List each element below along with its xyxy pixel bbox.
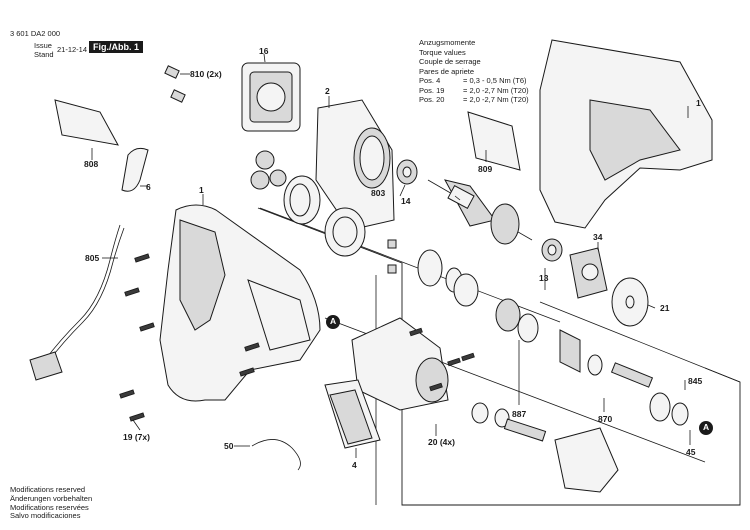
part-label-19: 19 (7x) — [123, 432, 150, 442]
part-label-20: 20 (4x) — [428, 437, 455, 447]
part-label-4: 4 — [352, 460, 357, 470]
nose-cone — [554, 427, 619, 493]
part-label-34: 34 — [593, 232, 603, 242]
torque-title-fr: Couple de serrage — [419, 57, 481, 66]
bracket-34 — [569, 247, 608, 299]
marker-a-left — [326, 315, 340, 329]
gear-small — [255, 150, 275, 170]
issue-label: Issue — [34, 41, 52, 50]
part-label-50: 50 — [224, 441, 234, 451]
marker-a-right-text: A — [703, 422, 710, 432]
brush-holder-16 — [241, 62, 301, 132]
clutch-stack — [387, 239, 603, 376]
part-label-887: 887 — [512, 409, 527, 419]
spindle — [610, 362, 654, 388]
strain-relief-6 — [121, 147, 149, 192]
doc-number: 3 601 DA2 000 — [10, 29, 61, 38]
torque-title-es: Pares de apriete — [419, 66, 475, 76]
part-label-810: 810 (2x) — [190, 69, 222, 79]
part-label-14: 14 — [401, 196, 411, 206]
footer-line-fr: Modifications reservées — [10, 502, 89, 512]
part-label-13: 13 — [539, 273, 549, 283]
switch-4 — [324, 379, 381, 449]
screws-20 — [409, 327, 475, 392]
part-label-2: 2 — [325, 86, 330, 96]
torque-row: Pos. 4= 0,3 - 0,5 Nm (T6) — [419, 76, 527, 85]
footer-line-de: Änderungen vorbehalten — [10, 493, 93, 503]
part-label-6: 6 — [146, 182, 151, 192]
part-label-21: 21 — [660, 303, 670, 313]
figure-label: Fig./Abb. 1 — [89, 41, 143, 53]
torque-table: Anzugsmomente Torque values Couple de se… — [419, 38, 529, 105]
plug — [29, 351, 63, 381]
ring-845 — [649, 392, 671, 422]
torque-row: Pos. 20= 2,0 -2,7 Nm (T20) — [419, 95, 529, 104]
wire-50 — [251, 439, 301, 471]
clip-810b — [170, 89, 186, 103]
torque-title-en: Torque values — [419, 47, 466, 57]
issue-date: 21-12-14 — [57, 45, 88, 54]
part-label-805: 805 — [85, 253, 100, 263]
part-label-1-right: 1 — [696, 98, 701, 108]
footer-line-es: Salvo modificaciones — [10, 511, 81, 521]
footer-line-en: Modifications reserved — [10, 485, 86, 494]
marker-a-right — [699, 421, 713, 435]
part-label-809: 809 — [478, 164, 493, 174]
stand-label: Stand — [34, 50, 54, 59]
modifications-note: Modifications reserved Änderungen vorbeh… — [10, 485, 93, 521]
part-label-45: 45 — [686, 447, 696, 457]
assembly-frame — [257, 207, 741, 506]
power-cable-805 — [44, 224, 121, 361]
clip-810a — [164, 65, 180, 79]
washer-887 — [471, 402, 489, 424]
part-label-870: 870 — [598, 414, 613, 424]
screws-19 — [119, 253, 260, 422]
marker-a-left-text: A — [330, 316, 337, 326]
bit-holder — [503, 418, 547, 442]
label-sheet-808 — [54, 99, 119, 146]
part-label-1-left: 1 — [199, 185, 204, 195]
part-label-803: 803 — [371, 188, 386, 198]
label-sheet-809 — [467, 111, 521, 171]
torque-title-de: Anzugsmomente — [419, 38, 476, 47]
part-label-845: 845 — [688, 376, 703, 386]
stator-2 — [315, 99, 395, 231]
part-label-808: 808 — [84, 159, 99, 169]
armature — [427, 179, 533, 245]
torque-row: Pos. 19= 2,0 -2,7 Nm (T20) — [419, 85, 529, 95]
part-label-16: 16 — [259, 46, 269, 56]
